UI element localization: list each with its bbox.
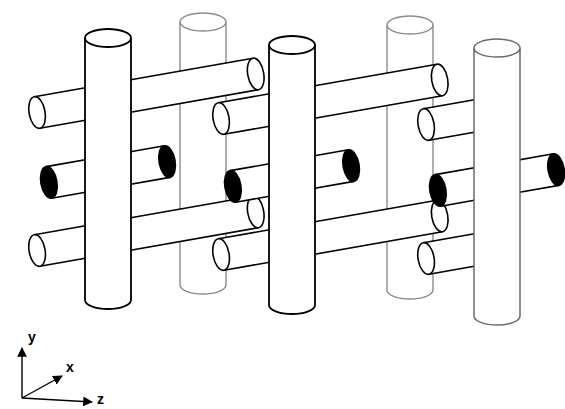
axis-arrows [22, 348, 92, 402]
axis-label: z [97, 392, 104, 406]
axis-label: y [28, 330, 36, 344]
front-rods [85, 29, 315, 314]
axis-label: x [66, 360, 74, 374]
right-rod [474, 39, 520, 325]
